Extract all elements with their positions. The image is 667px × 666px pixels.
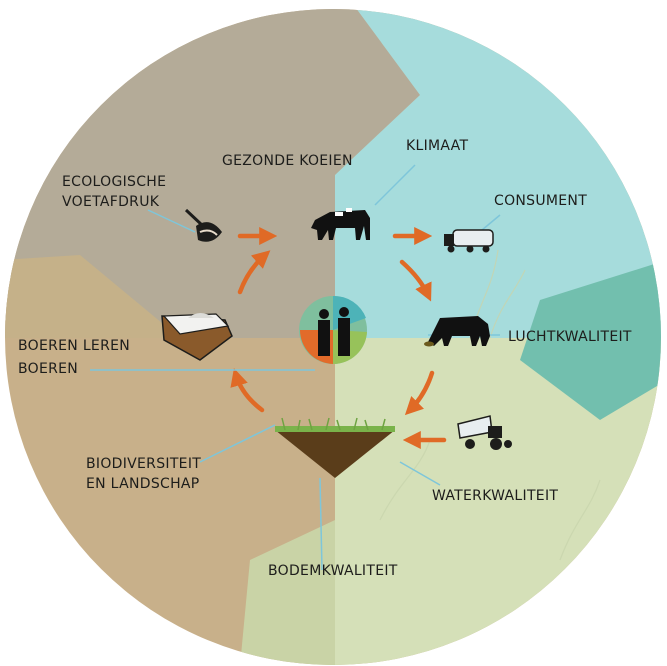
feed-bin-icon <box>161 313 233 361</box>
cycle-arrows <box>230 227 447 449</box>
quadrant-left-band <box>5 255 180 338</box>
green-shard <box>240 520 335 665</box>
labels: ECOLOGISCHE VOETAFDRUK GEZONDE KOEIEN KL… <box>18 138 632 579</box>
label-air-quality: LUCHTKWALITEIT <box>508 329 632 345</box>
label-ecological-footprint-line2: VOETAFDRUK <box>62 194 160 210</box>
arrow-soil-to-farmers <box>230 368 265 413</box>
two-farmers-icon <box>299 295 367 365</box>
label-ecological-footprint-line1: ECOLOGISCHE <box>62 174 166 190</box>
feed-scoop-icon <box>184 208 222 242</box>
label-farmers-learning-line1: BOEREN LEREN <box>18 338 130 354</box>
grazing-cow-icon <box>424 316 490 347</box>
arrow-to-air <box>399 259 432 302</box>
label-consumer: CONSUMENT <box>494 193 587 209</box>
label-biodiversity-line1: BIODIVERSITEIT <box>86 456 201 472</box>
cow-icon <box>311 208 370 240</box>
label-biodiversity-line2: EN LANDSCHAP <box>86 476 200 492</box>
label-farmers-learning-line2: BOEREN <box>18 361 78 377</box>
label-soil-quality: BODEMKWALITEIT <box>268 563 398 579</box>
teal-shard <box>520 260 661 420</box>
label-climate: KLIMAAT <box>406 138 468 154</box>
arrow-farmers-to-cows <box>237 250 271 295</box>
soil-profile-icon <box>275 417 395 478</box>
milk-tanker-truck-icon <box>444 229 494 253</box>
label-water-quality: WATERKWALITEIT <box>432 488 558 504</box>
leader-lines <box>90 164 501 571</box>
manure-spreader-tractor-icon <box>457 415 512 450</box>
arrow-air-to-soil <box>404 370 435 416</box>
label-healthy-cows: GEZONDE KOEIEN <box>222 153 353 169</box>
